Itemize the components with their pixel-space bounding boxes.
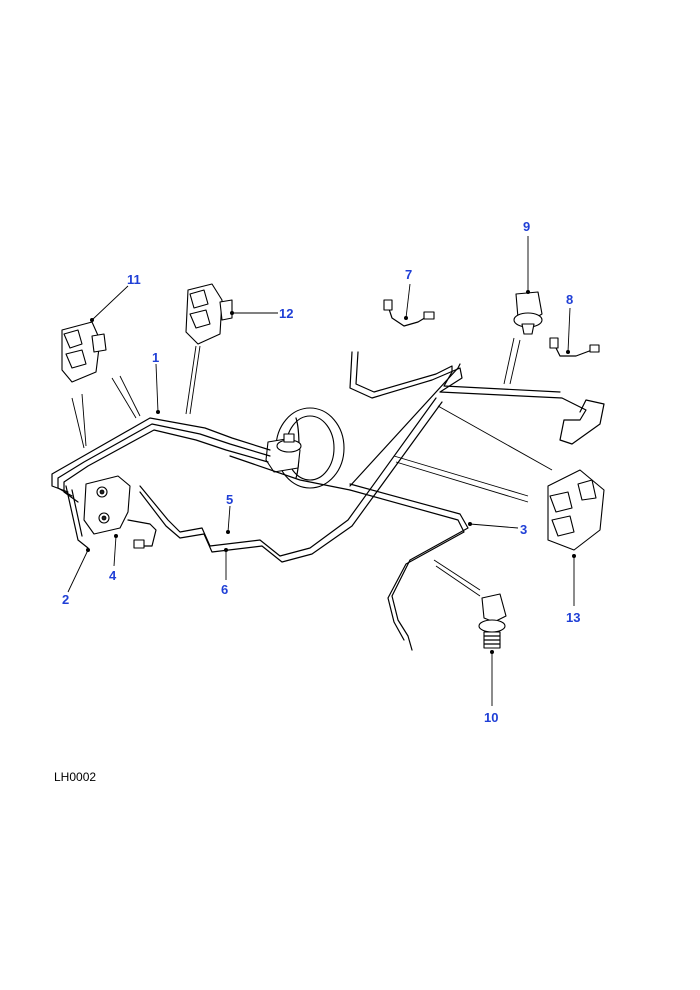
pipe-bundle [51,351,605,651]
callout-10: 10 [484,710,498,725]
valve-block [83,475,157,549]
callout-3: 3 [520,522,527,537]
callout-2: 2 [62,592,69,607]
callout-5: 5 [226,492,233,507]
clip-indicator-lines [71,337,553,597]
callout-1: 1 [152,350,159,365]
pipe-clip-12 [185,283,233,345]
callouts: 1 2 3 4 5 6 7 8 9 10 11 12 13 [62,219,580,725]
reference-code: LH0002 [54,770,97,784]
callout-11: 11 [127,272,141,287]
brake-hose-8 [549,337,600,357]
callout-8: 8 [566,292,573,307]
callout-12: 12 [279,306,293,321]
pipe-clip-11 [61,321,107,383]
callout-4: 4 [109,568,117,583]
callout-13: 13 [566,610,580,625]
brake-hose-7 [383,299,435,327]
clip-10 [478,593,507,649]
callout-9: 9 [523,219,530,234]
leader-lines [67,236,576,706]
master-cylinder [265,433,302,473]
clip-9 [513,291,543,335]
pipe-clip-13 [547,469,605,551]
callout-7: 7 [405,267,412,282]
callout-6: 6 [221,582,228,597]
